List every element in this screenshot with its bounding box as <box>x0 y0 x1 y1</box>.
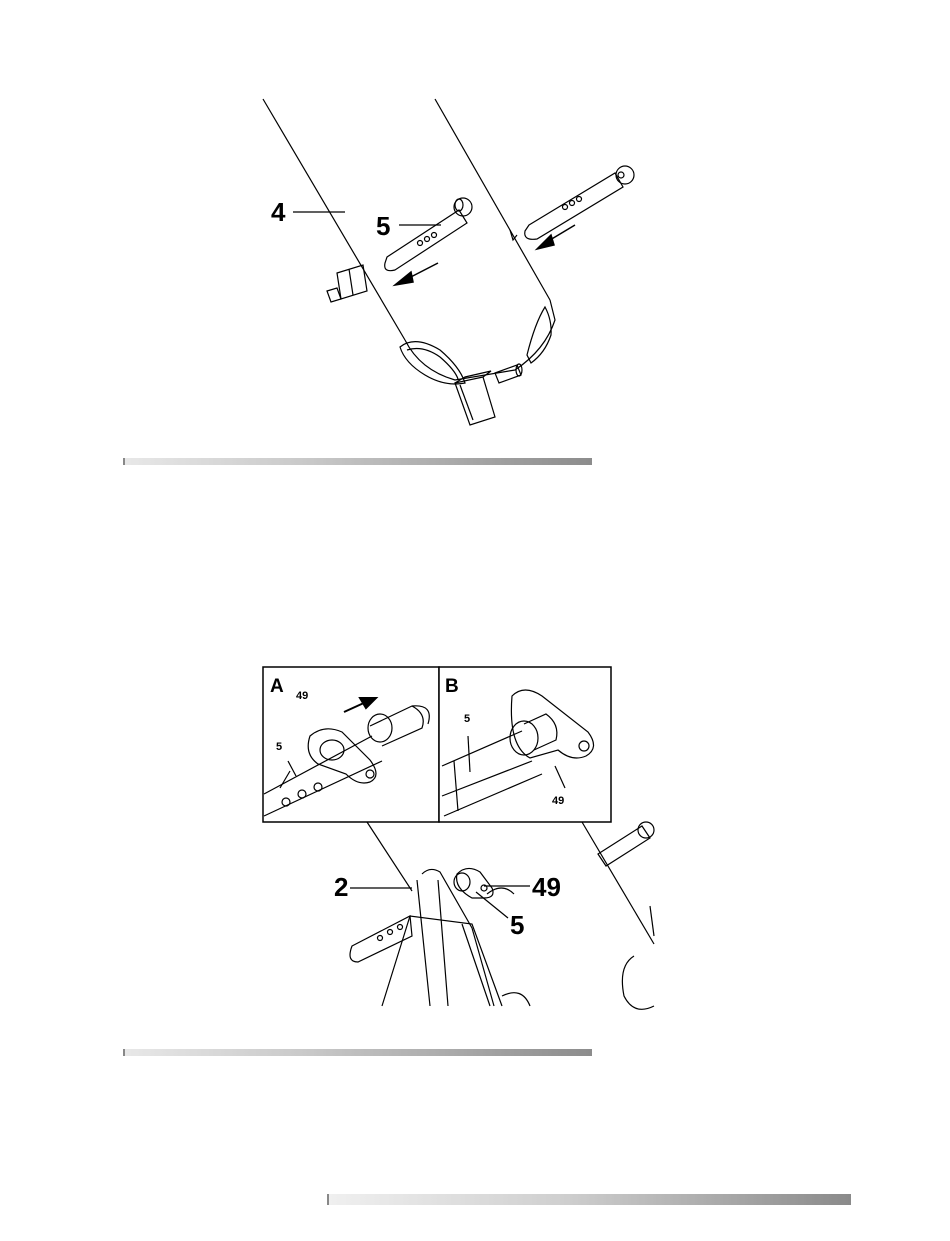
assembly-figure-top: 4 5 <box>255 95 675 440</box>
inset-a-frame <box>263 667 439 822</box>
inset-a-label: A <box>270 676 284 697</box>
inset-b-label: B <box>445 676 459 697</box>
inset-b-callout-49: 49 <box>552 795 564 807</box>
inset-a-callout-5: 5 <box>276 741 282 753</box>
callout-2: 2 <box>334 872 348 902</box>
callout-4: 4 <box>271 197 286 227</box>
footer-bar <box>327 1194 851 1205</box>
callout-49: 49 <box>532 872 561 902</box>
section-divider <box>123 458 592 465</box>
assembly-figure-bottom: A 49 5 B 5 49 2 49 5 <box>262 666 662 1016</box>
arm-right-main-drawing <box>598 822 654 866</box>
section-divider-2 <box>123 1049 592 1056</box>
arm-5-drawing <box>385 198 472 271</box>
inset-a-callout-49: 49 <box>296 690 308 702</box>
inset-b-callout-5: 5 <box>464 713 470 725</box>
callout-5: 5 <box>376 211 390 241</box>
frame-2-drawing <box>382 869 502 1006</box>
frame-opening-right <box>527 307 551 363</box>
callout-5-main: 5 <box>510 910 524 940</box>
bracket-left <box>337 265 367 299</box>
arm-right-drawing <box>525 166 634 239</box>
washer-assembly-drawing: A 49 5 B 5 49 2 49 5 <box>262 666 662 1016</box>
frame-assembly-drawing: 4 5 <box>255 95 675 440</box>
frame-edge-right <box>435 99 550 300</box>
